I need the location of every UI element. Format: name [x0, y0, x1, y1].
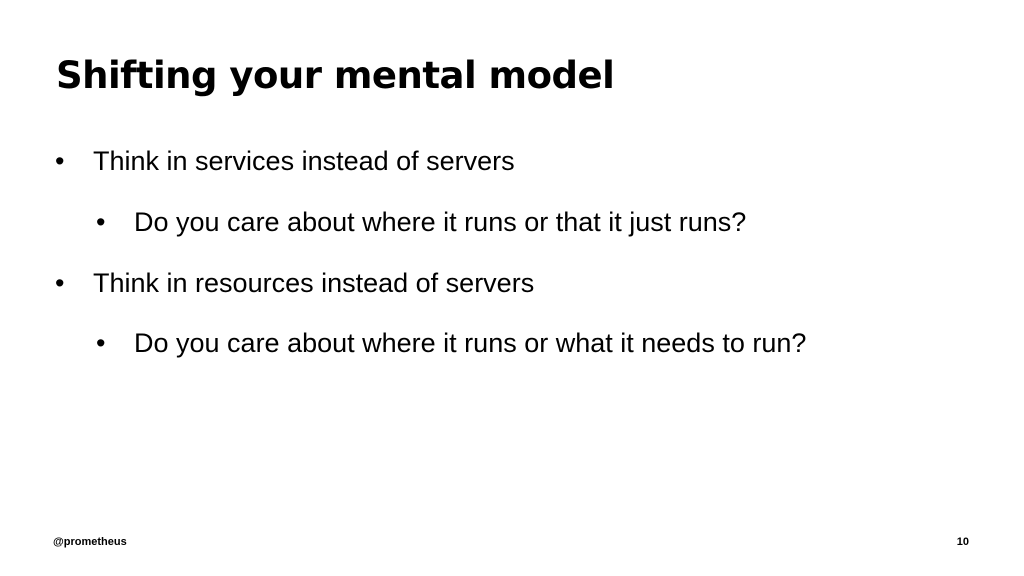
bullet-text: Think in services instead of servers — [93, 146, 515, 176]
bullet-text: Think in resources instead of servers — [93, 268, 535, 298]
bullet-marker: • — [55, 268, 65, 298]
bullet-text: Do you care about where it runs or that … — [134, 207, 747, 237]
bullet-marker: • — [96, 328, 106, 358]
footer-handle: @prometheus — [53, 536, 127, 548]
bullet-text: Do you care about where it runs or what … — [134, 328, 807, 358]
slide-title: Shifting your mental model — [56, 54, 615, 97]
bullet-marker: • — [55, 146, 65, 176]
page-number: 10 — [956, 536, 969, 548]
bullet-marker: • — [96, 207, 106, 237]
